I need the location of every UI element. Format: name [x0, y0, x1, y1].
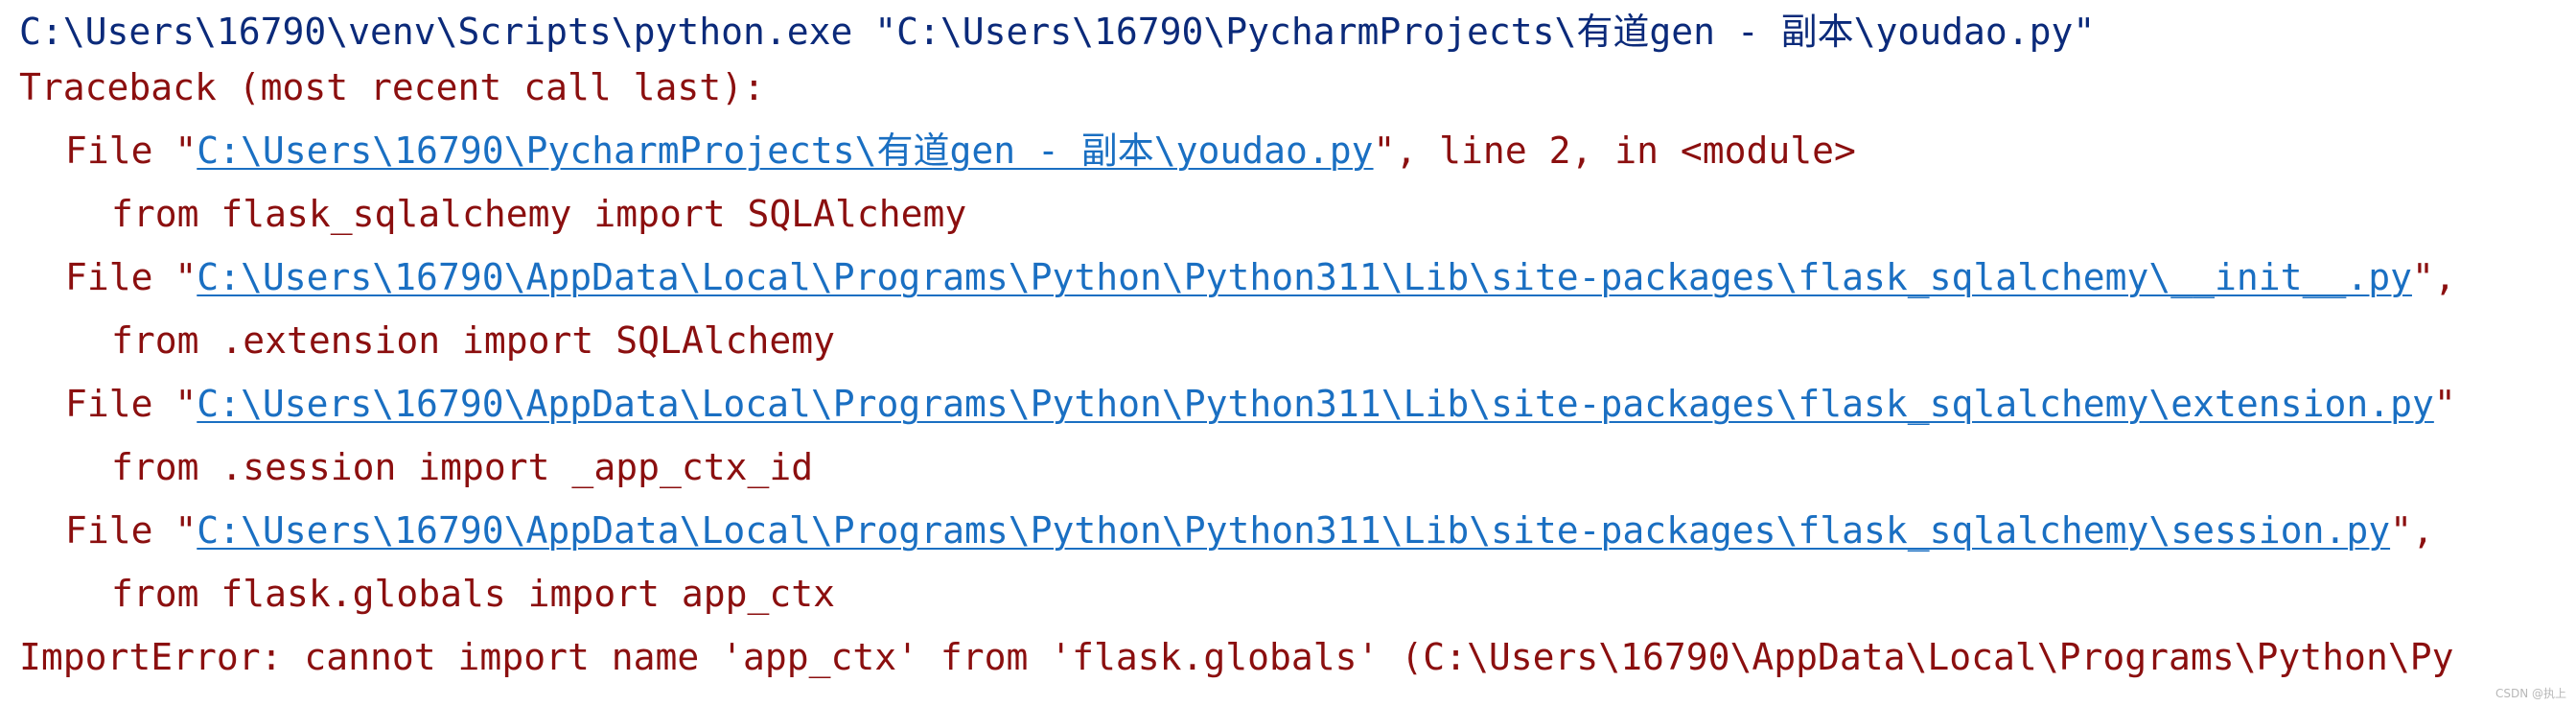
frame-path-link[interactable]: C:\Users\16790\AppData\Local\Programs\Py…: [197, 256, 2412, 298]
frame-path-link[interactable]: C:\Users\16790\PycharmProjects\有道gen - 副…: [197, 129, 1374, 172]
watermark: CSDN @执上: [2495, 687, 2566, 700]
frame-suffix: ",: [2411, 256, 2456, 298]
frame-prefix: File ": [65, 256, 197, 298]
traceback-frame-file-line: File "C:\Users\16790\AppData\Local\Progr…: [0, 246, 2456, 309]
traceback-frame-code: from flask_sqlalchemy import SQLAlchemy: [111, 193, 967, 235]
traceback-frame-file-line: File "C:\Users\16790\PycharmProjects\有道g…: [0, 119, 1856, 182]
traceback-frame-code: from .session import _app_ctx_id: [111, 446, 814, 488]
frame-suffix: ", line 2, in <module>: [1373, 129, 1856, 172]
frame-suffix: ",: [2390, 509, 2434, 552]
traceback-header: Traceback (most recent call last):: [19, 66, 765, 108]
traceback-frame-code: from flask.globals import app_ctx: [111, 573, 835, 615]
frame-prefix: File ": [65, 383, 197, 425]
traceback-frame-file-line: File "C:\Users\16790\AppData\Local\Progr…: [0, 372, 2456, 435]
frame-suffix: ": [2433, 383, 2456, 425]
frame-prefix: File ": [65, 129, 197, 172]
traceback-frame-code: from .extension import SQLAlchemy: [111, 319, 835, 362]
frame-prefix: File ": [65, 509, 197, 552]
command-line: C:\Users\16790\venv\Scripts\python.exe "…: [19, 11, 2096, 53]
traceback-frame-file-line: File "C:\Users\16790\AppData\Local\Progr…: [0, 499, 2434, 562]
frame-path-link[interactable]: C:\Users\16790\AppData\Local\Programs\Py…: [197, 383, 2434, 425]
frame-path-link[interactable]: C:\Users\16790\AppData\Local\Programs\Py…: [197, 509, 2391, 552]
import-error-message: ImportError: cannot import name 'app_ctx…: [19, 636, 2454, 678]
